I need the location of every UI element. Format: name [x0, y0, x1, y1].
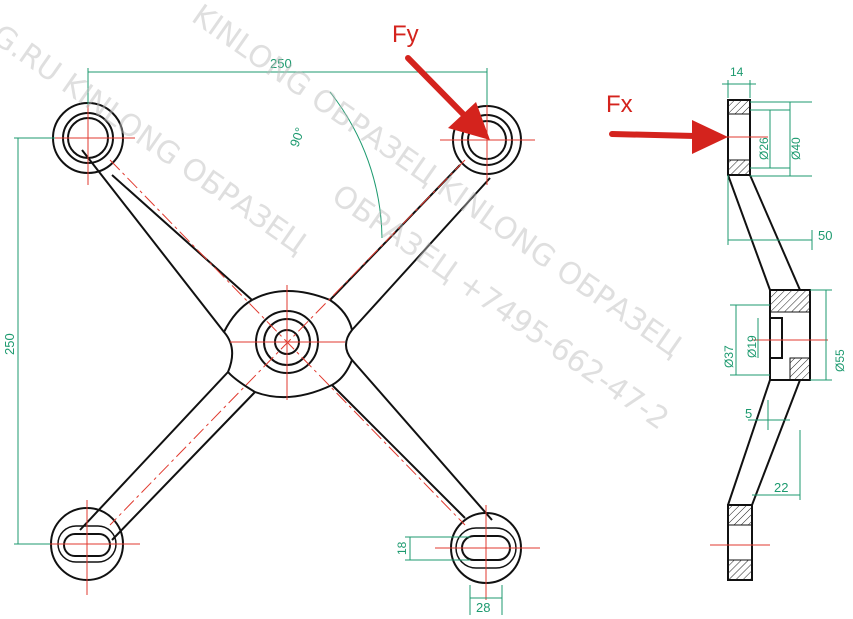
dim-offset-50: 50: [818, 228, 832, 243]
arm-bottom-right: [331, 359, 493, 521]
dim-bore-large-40: Ø40: [789, 137, 803, 160]
dim-vertical-250: 250: [2, 333, 17, 355]
front-centerlines: [35, 95, 540, 600]
force-fy-label: Fy: [392, 21, 419, 48]
dim-thickness-14: 14: [730, 65, 744, 79]
force-fy-arrow: [405, 55, 490, 140]
center-hub: [222, 290, 354, 399]
dim-bore-small-26: Ø26: [757, 137, 771, 160]
dim-hub-bore-19: Ø19: [745, 335, 759, 358]
force-fx-arrow: [609, 120, 728, 154]
side-dimensions: [722, 80, 832, 500]
dim-step-5: 5: [745, 406, 752, 421]
force-fx-label: Fx: [606, 91, 633, 118]
dim-base-22: 22: [774, 480, 788, 495]
arm-top-left: [81, 149, 253, 333]
dim-horizontal-250: 250: [270, 56, 292, 71]
dim-hub-outer-55: Ø55: [833, 349, 847, 372]
arm-bottom-left: [79, 371, 256, 541]
dim-hub-inner-37: Ø37: [722, 345, 736, 368]
dim-slot-width-28: 28: [476, 600, 490, 615]
dim-angle-90: 90°: [287, 125, 308, 149]
watermark: KINLONG ОБРАЗЕЦ KINLONG ОБРАЗЕЦ ОБРАЗЕЦ …: [0, 0, 688, 437]
watermark-line-1: KINLONG ОБРАЗЕЦ KINLONG ОБРАЗЕЦ: [185, 0, 688, 364]
side-view: [727, 99, 811, 581]
dim-slot-height-18: 18: [395, 541, 409, 555]
